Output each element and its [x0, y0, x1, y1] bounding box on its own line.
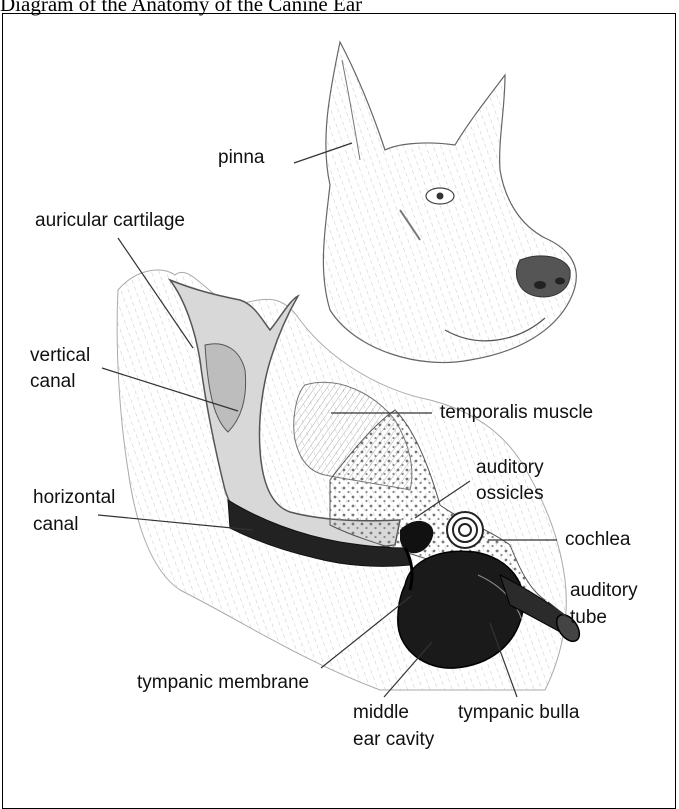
label-pinna: pinna [218, 145, 265, 171]
cochlea-drawing [447, 512, 483, 548]
label-temporalis-muscle: temporalis muscle [440, 400, 593, 426]
dog-head-drawing [323, 42, 576, 363]
label-tympanic-bulla: tympanic bulla [458, 700, 579, 726]
label-horizontal-canal-line1: horizontal [33, 485, 115, 511]
label-auditory-ossicles-line1: auditory [476, 455, 544, 481]
label-auditory-tube-line2: tube [570, 605, 607, 631]
label-vertical-canal-line1: vertical [30, 343, 90, 369]
label-vertical-canal-line2: canal [30, 369, 75, 395]
label-middle-ear-cavity-line2: ear cavity [353, 727, 434, 753]
label-horizontal-canal-line2: canal [33, 512, 78, 538]
label-auricular-cartilage: auricular cartilage [35, 208, 185, 234]
label-middle-ear-cavity-line1: middle [353, 700, 409, 726]
label-auditory-tube-line1: auditory [570, 578, 638, 604]
label-tympanic-membrane: tympanic membrane [137, 670, 309, 696]
label-cochlea: cochlea [565, 527, 631, 553]
label-auditory-ossicles-line2: ossicles [476, 481, 544, 507]
